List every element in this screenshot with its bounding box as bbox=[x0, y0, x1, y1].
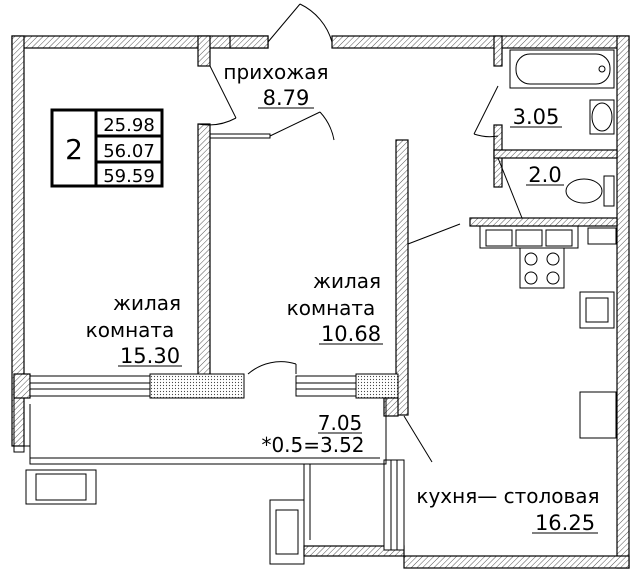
bathroom-area: 3.05 bbox=[513, 105, 560, 129]
hallway-area: 8.79 bbox=[263, 86, 310, 110]
windows bbox=[29, 375, 405, 551]
total-area-with-balcony: 59.59 bbox=[103, 166, 155, 187]
wc-area: 2.0 bbox=[528, 163, 561, 187]
fixtures bbox=[479, 49, 617, 439]
balcony bbox=[13, 398, 387, 565]
room1-name-line2: комната bbox=[86, 318, 175, 342]
room2-name-line2: комната bbox=[287, 296, 376, 320]
outer-walls bbox=[11, 35, 630, 569]
doors bbox=[197, 3, 523, 463]
balcony-coefficient: *0.5=3.52 bbox=[261, 433, 364, 457]
total-area: 56.07 bbox=[103, 141, 155, 162]
hallway-name: прихожая bbox=[223, 60, 328, 84]
kitchen-name: кухня— столовая bbox=[416, 484, 599, 508]
balcony-area: 7.05 bbox=[318, 411, 363, 435]
rooms-count: 2 bbox=[65, 133, 83, 166]
kitchen-area: 16.25 bbox=[535, 511, 595, 535]
room1-area: 15.30 bbox=[120, 344, 180, 368]
summary-box: 2 25.98 56.07 59.59 bbox=[50, 108, 164, 188]
room1-name-line1: жилая bbox=[113, 291, 181, 315]
room-labels: прихожая 8.79 жилая комната 15.30 жилая … bbox=[86, 60, 600, 535]
interior-walls bbox=[13, 35, 618, 417]
living-area: 25.98 bbox=[103, 115, 155, 136]
room2-area: 10.68 bbox=[321, 322, 381, 346]
room2-name-line1: жилая bbox=[313, 269, 381, 293]
